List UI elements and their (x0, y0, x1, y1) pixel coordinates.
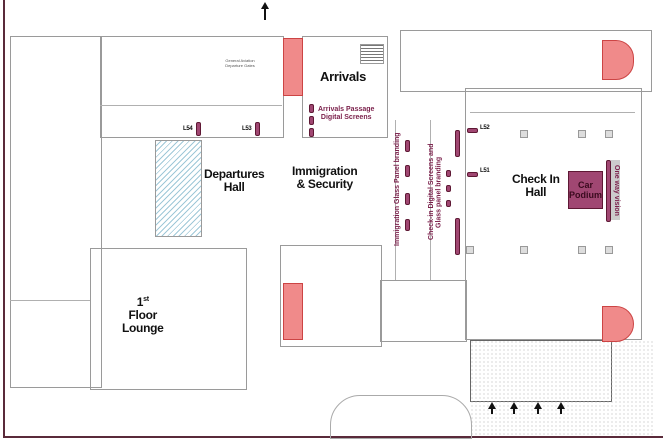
entrance-arrow-shaft (491, 408, 493, 414)
frame-left (3, 0, 5, 437)
entrance-arrow-shaft (537, 408, 539, 414)
entrance-arrow-icon (510, 402, 518, 409)
entrance-arrow-shaft (560, 408, 562, 414)
north-arrow-icon (261, 2, 269, 9)
stairs (360, 44, 384, 64)
wall (10, 300, 90, 301)
wall (430, 120, 431, 280)
screen (446, 170, 451, 177)
screen (405, 140, 410, 152)
south-rooms (380, 280, 467, 342)
screen (405, 165, 410, 177)
column (520, 130, 528, 138)
arrivals-label: Arrivals (320, 69, 367, 84)
entrance-arrow-shaft (513, 408, 515, 414)
escalator (155, 140, 202, 237)
north-block (400, 30, 652, 92)
screen (309, 116, 314, 125)
screen (405, 219, 410, 231)
column (466, 246, 474, 254)
column (605, 246, 613, 254)
l51-label: L51 (480, 168, 490, 174)
column (520, 246, 528, 254)
l52-screen (467, 128, 478, 133)
north-arrow-shaft (264, 8, 266, 20)
forecourt (470, 340, 655, 435)
screen (309, 128, 314, 137)
one-way-vision-label: One way vision (611, 160, 620, 220)
screen (405, 193, 410, 205)
lift-area-north (283, 38, 303, 96)
wall (100, 105, 282, 106)
central-rooms (280, 245, 382, 347)
tower-north (602, 40, 634, 80)
column (578, 246, 586, 254)
one-way-vision-panel (606, 160, 611, 222)
entrance-arrow-icon (557, 402, 565, 409)
lift-area-south (283, 283, 303, 340)
tower-south (602, 306, 634, 342)
glass-panel (455, 130, 460, 157)
check-in-hall-outline (465, 88, 642, 340)
screen (446, 200, 451, 207)
l53-label: L53 (242, 126, 252, 132)
l54-label: L54 (183, 126, 193, 132)
screen (309, 104, 314, 113)
l52-label: L52 (480, 125, 490, 131)
l51-screen (467, 172, 478, 177)
glass-panel (455, 218, 460, 255)
west-wing (10, 36, 102, 388)
screen (446, 185, 451, 192)
entrance-arrow-icon (534, 402, 542, 409)
immigration-security-label: Immigration& Security (292, 164, 358, 192)
wall (470, 112, 635, 113)
road-curve (330, 395, 472, 439)
column (605, 130, 613, 138)
lounge-block (90, 248, 247, 390)
entrance-arrow-icon (488, 402, 496, 409)
column (578, 130, 586, 138)
immigration-glass-label: Immigration Glass Panel branding (394, 132, 401, 246)
wall (395, 120, 396, 280)
l54-screen (196, 122, 201, 136)
l53-screen (255, 122, 260, 136)
